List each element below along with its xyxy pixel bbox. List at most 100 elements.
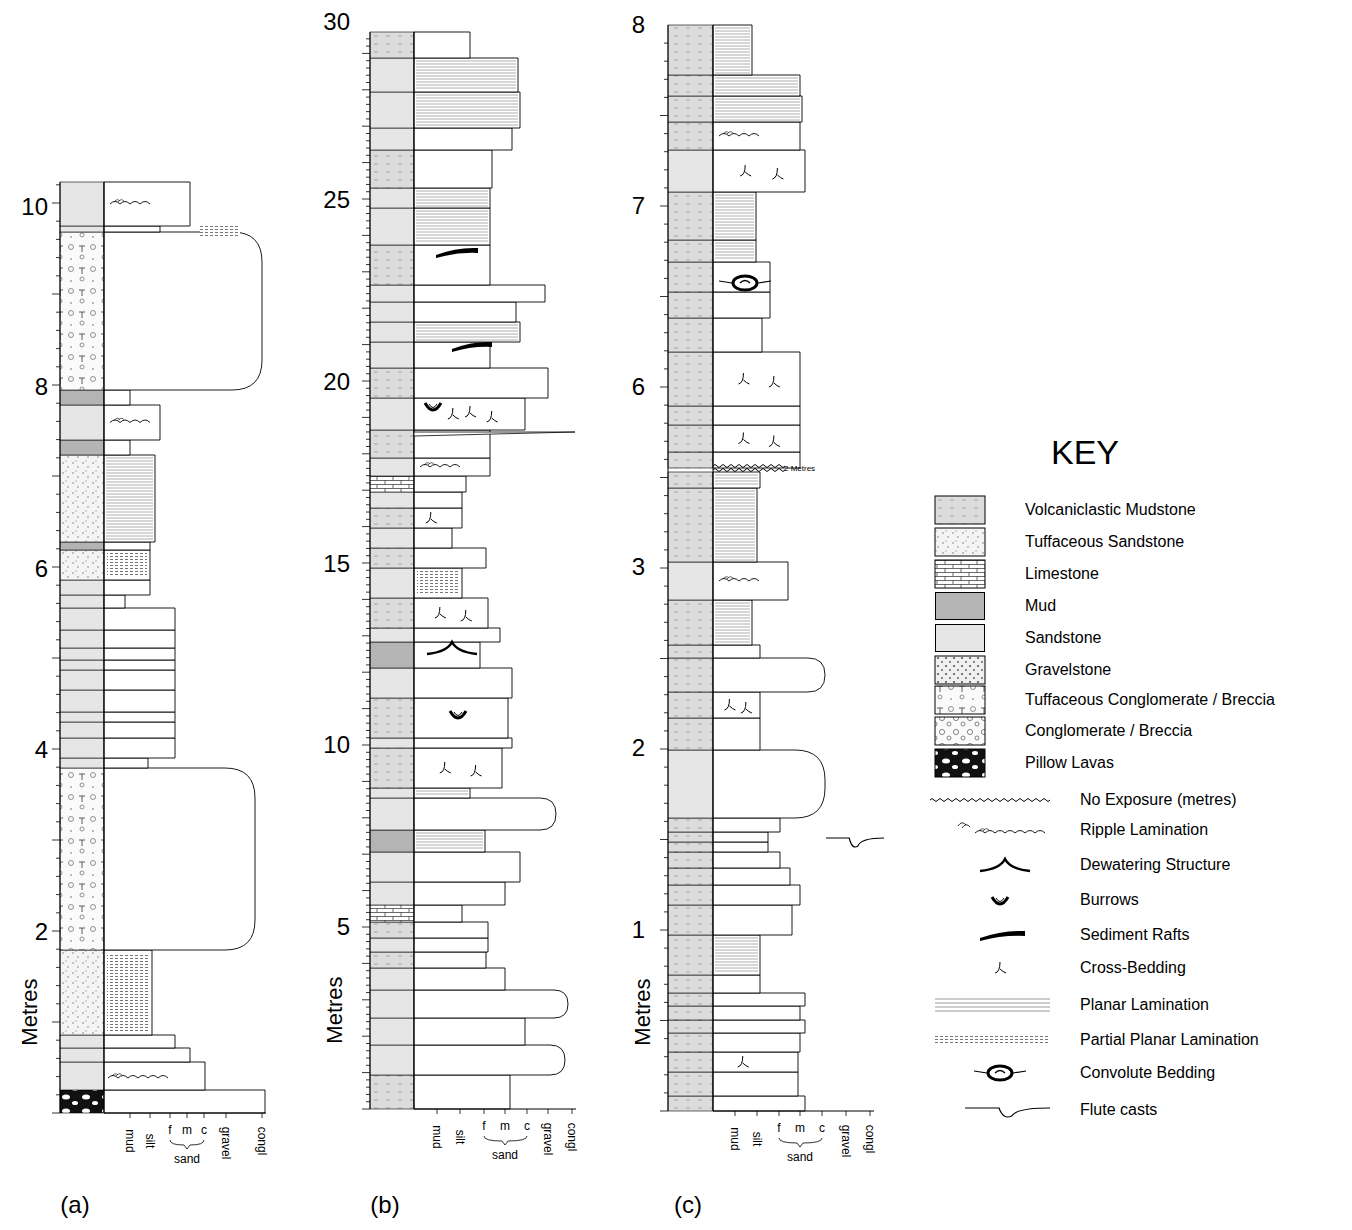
planar-lamination: [715, 31, 750, 32]
axis-tick: [660, 749, 668, 750]
sand-bracket: [779, 1138, 822, 1147]
axis-tick: [664, 676, 668, 677]
planar-lamination: [715, 621, 750, 622]
axis-tick: [56, 876, 60, 877]
grain-profile: [713, 818, 780, 832]
axis-tick: [366, 723, 370, 724]
axis-tick: [362, 53, 370, 54]
cross-bedding: [772, 168, 783, 179]
ripple-lamination: [420, 465, 460, 468]
planar-lamination: [715, 953, 758, 954]
grain-profile: [713, 993, 805, 1006]
grain-profile: [414, 1018, 525, 1045]
log-graphic: [846, 1111, 847, 1116]
planar-lamination: [416, 107, 518, 108]
legend-text: Tuffaceous Sandstone: [1025, 534, 1184, 550]
axis-tick: [664, 260, 668, 261]
axis-number: 4: [35, 738, 48, 762]
legend-swatch: [935, 496, 985, 524]
axis-tick: [366, 876, 370, 877]
axis-tick: [366, 322, 370, 323]
axis-tick: [366, 1087, 370, 1088]
axis-tick: [366, 410, 370, 411]
planar-lamination: [416, 839, 483, 840]
planar-lamination: [416, 67, 516, 68]
axis-tick: [664, 441, 668, 442]
planar-lamination: [715, 93, 798, 94]
log-graphic: [429, 404, 437, 408]
legend-text: Convolute Bedding: [1080, 1065, 1215, 1081]
lithology-bed: [370, 748, 414, 788]
planar-lamination: [715, 965, 758, 966]
grain-profile: [713, 905, 792, 935]
lithology-bed: [60, 455, 104, 542]
lithology-bed: [668, 488, 713, 562]
axis-number: 1: [632, 918, 645, 942]
axis-number: 8: [632, 13, 645, 37]
planar-lamination: [106, 473, 153, 474]
grain-profile: [104, 608, 175, 630]
cross-bedding: [738, 1056, 749, 1067]
axis-tick: [664, 712, 668, 713]
planar-lamination: [715, 111, 800, 112]
axis-tick: [56, 712, 60, 713]
planar-lamination: [416, 98, 518, 99]
axis-tick: [664, 893, 668, 894]
axis-tick: [366, 249, 370, 250]
planar-lamination: [106, 521, 153, 522]
lithology-bed: [668, 993, 713, 1006]
planar-lamination: [715, 49, 750, 50]
planar-lamination: [416, 101, 518, 102]
planar-lamination: [715, 627, 750, 628]
axis-label: m: [500, 1120, 510, 1132]
convolute-bedding: [988, 1066, 1012, 1080]
axis-tick: [56, 512, 60, 513]
lithology-bed: [668, 262, 713, 292]
lithology-bed: [668, 842, 713, 852]
planar-lamination: [715, 491, 755, 492]
axis-tick: [362, 963, 370, 964]
grain-profile: [104, 768, 255, 950]
log-graphic: [779, 1111, 780, 1116]
planar-lamination: [106, 467, 153, 468]
planar-lamination: [416, 226, 488, 227]
lithology-bed: [60, 660, 104, 670]
planar-lamination: [715, 46, 750, 47]
planar-lamination: [715, 73, 750, 74]
legend-swatch: [935, 749, 985, 777]
planar-lamination: [416, 61, 516, 62]
axis-tick: [366, 715, 370, 716]
planar-lamination: [106, 503, 153, 504]
sand-bracket: [484, 1136, 527, 1145]
log-graphic: [262, 1113, 263, 1118]
log-graphic: [572, 1109, 573, 1114]
axis-tick: [56, 603, 60, 604]
axis-tick: [366, 1028, 370, 1029]
grain-profile: [713, 935, 760, 975]
axis-tick: [366, 868, 370, 869]
axis-tick: [660, 839, 668, 840]
grain-profile: [713, 488, 757, 562]
legend-text: Pillow Lavas: [1025, 755, 1114, 771]
log-graphic: [735, 1111, 736, 1116]
grain-profile: [104, 595, 125, 608]
axis-tick: [362, 490, 370, 491]
lithology-bed: [370, 852, 414, 882]
planar-lamination: [416, 235, 488, 236]
axis-label: (a): [60, 1193, 89, 1217]
planar-lamination: [715, 243, 754, 244]
grain-profile: [104, 738, 175, 758]
axis-tick: [52, 658, 60, 659]
axis-tick: [366, 897, 370, 898]
log-graphic: [454, 712, 462, 716]
axis-tick: [664, 948, 668, 949]
axis-tick: [56, 985, 60, 986]
axis-tick: [366, 482, 370, 483]
axis-tick: [366, 148, 370, 149]
axis-tick: [664, 785, 668, 786]
planar-lamination: [715, 216, 754, 217]
planar-lamination: [715, 551, 755, 552]
axis-tick: [664, 984, 668, 985]
axis-tick: [664, 513, 668, 514]
cross-bedding: [448, 408, 459, 419]
